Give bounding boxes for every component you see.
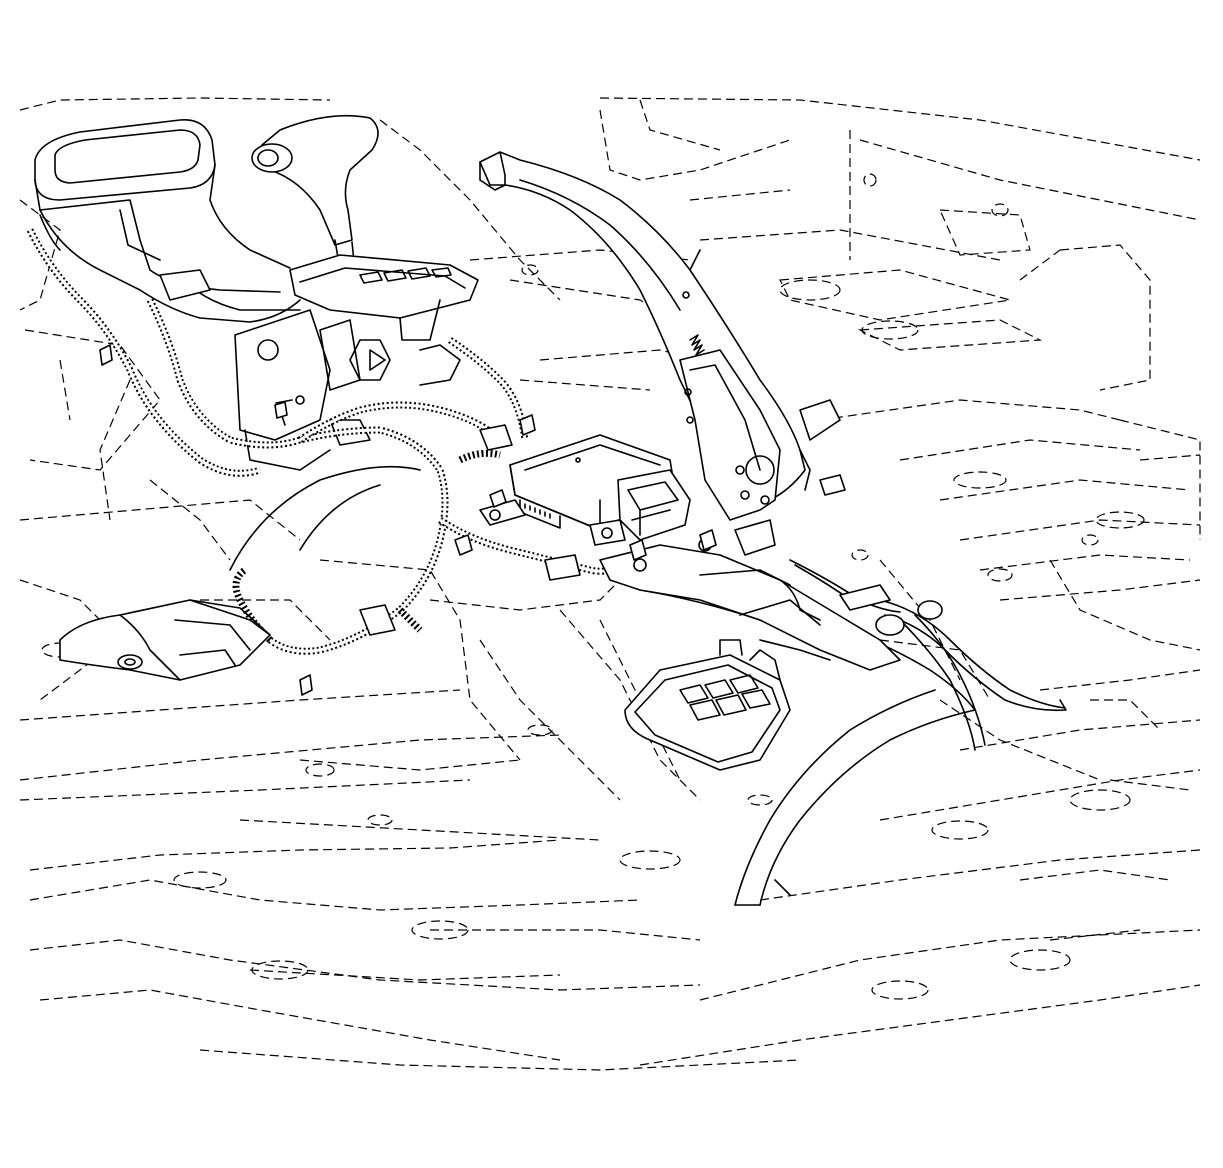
cable-guide — [624, 639, 791, 771]
floor-holes — [41, 173, 1145, 1000]
heat-duct-outlet — [59, 599, 271, 681]
shifter-bracket — [234, 309, 331, 441]
module-connector — [617, 469, 691, 541]
parking-brake-lever — [479, 151, 846, 556]
vehicle-floor-outline — [19, 97, 1201, 1071]
shift-indicator-bezel — [289, 254, 479, 319]
control-module — [479, 434, 691, 546]
parking-brake-cables — [789, 559, 1067, 751]
fasteners — [99, 344, 717, 696]
shifter-knob — [259, 114, 379, 246]
shifter-assembly — [234, 114, 479, 471]
